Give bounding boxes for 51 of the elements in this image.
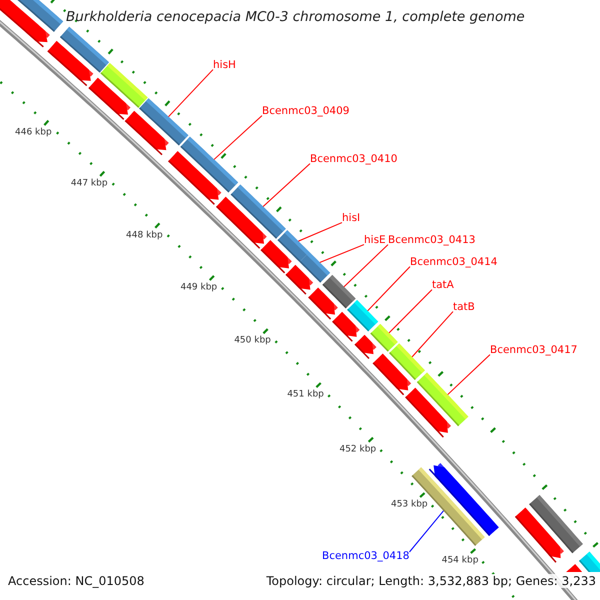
leader-line [388, 289, 432, 334]
leader-line [408, 510, 444, 552]
gene-label: hisE [364, 234, 386, 247]
scale-label: 448 kbp [126, 230, 163, 241]
scale-label: 453 kbp [390, 500, 428, 510]
gene-feature [168, 151, 222, 205]
gene-bar [322, 274, 356, 308]
gene-feature [514, 508, 564, 563]
gene-label: hisH [213, 59, 236, 72]
leader-line [319, 244, 364, 263]
scale-label: 452 kbp [339, 444, 376, 456]
scale-label: 449 kbp [180, 282, 218, 294]
gene-feature [88, 78, 131, 120]
scale-label: 450 kbp [234, 336, 271, 347]
gene-label: Bcenmc03_0414 [410, 256, 498, 269]
leader-line [214, 115, 262, 160]
gene-bar [139, 98, 188, 146]
genome-info-text: Topology: circular; Length: 3,532,883 bp; Genes: 3,233 [266, 574, 596, 588]
map-title: Burkholderia cenocepacia MC0-3 chromosome 1, complete genome [66, 9, 525, 26]
gene-label: tatA [432, 279, 454, 292]
gene-bar [230, 184, 286, 239]
gene-feature [405, 388, 452, 438]
gene-bar [370, 324, 398, 352]
gene-label: Bcenmc03_0409 [262, 105, 350, 118]
scale-label: 447 kbp [70, 178, 108, 190]
gene-feature [0, 0, 50, 48]
gene-bar [347, 300, 378, 332]
gene-label: Bcenmc03_0417 [490, 344, 578, 357]
leader-line [367, 266, 410, 312]
gene-label: Bcenmc03_0413 [388, 234, 476, 247]
scale-label: 451 kbp [287, 390, 324, 400]
gene-bar [277, 230, 310, 262]
gene-label: hisI [342, 212, 360, 225]
gene-label: Bcenmc03_0418 [322, 550, 410, 563]
scale-label: 454 kbp [442, 556, 478, 566]
gene-bar [578, 552, 600, 572]
gene-label: tatB [453, 301, 475, 314]
accession-text: Accession: NC_010508 [8, 574, 144, 588]
gene-bar [389, 343, 425, 380]
gene-feature [47, 40, 94, 86]
leader-line [412, 311, 454, 358]
leader-line [298, 222, 342, 242]
gene-label: Bcenmc03_0410 [310, 153, 398, 166]
leader-line [344, 244, 388, 288]
gene-bar [300, 252, 330, 283]
leader-line [447, 354, 490, 396]
leader-line [168, 69, 214, 118]
gene-feature [428, 463, 499, 536]
gene-feature [566, 564, 582, 572]
scale-label: 446 kbp [15, 128, 52, 138]
gene-feature [354, 334, 376, 360]
